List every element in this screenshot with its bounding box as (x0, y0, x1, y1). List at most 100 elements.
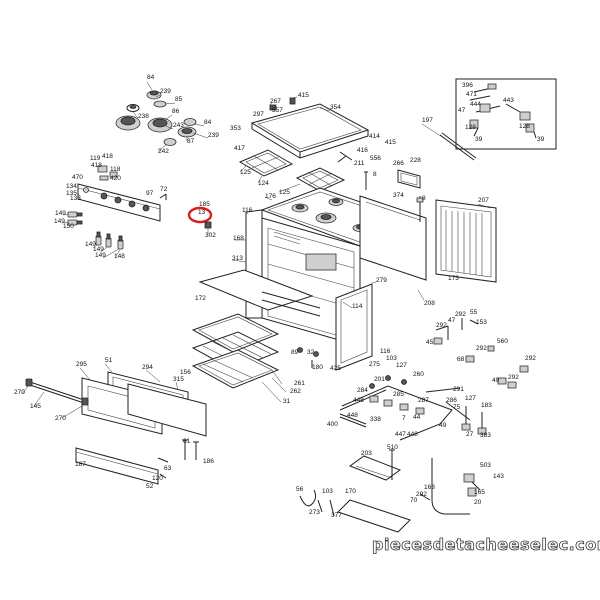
part-label: 39 (475, 136, 483, 143)
part-label: 560 (497, 338, 508, 345)
part-label: 207 (478, 197, 489, 204)
part-label: 471 (466, 91, 477, 98)
part-label: 297 (253, 111, 264, 118)
part-label: 8 (422, 195, 426, 202)
part-label: 292 (525, 355, 536, 362)
part-label: 116 (242, 207, 253, 214)
control-panel (77, 165, 167, 222)
part-label: 7 (402, 415, 406, 422)
part-label: 291 (453, 386, 464, 393)
part-label: 354 (330, 104, 341, 111)
part-label: 176 (265, 193, 276, 200)
part-label: 32 (307, 349, 315, 356)
highlighted-part-13 (187, 206, 213, 234)
oven-door (75, 363, 207, 485)
part-label: 135 (66, 190, 77, 197)
highlight-circle (187, 206, 213, 224)
part-label: 149 (54, 218, 65, 225)
part-label: 133 (70, 195, 81, 202)
part-label: 103 (386, 355, 397, 362)
part-label: 273 (309, 509, 320, 516)
part-label: 313 (232, 255, 243, 262)
part-label: 149 (95, 252, 106, 259)
part-label: 143 (493, 473, 504, 480)
part-label: 267 (270, 98, 281, 105)
part-label: 270 (14, 389, 25, 396)
part-label: 156 (180, 369, 191, 376)
part-label: 86 (172, 108, 180, 115)
part-label: 292 (508, 374, 519, 381)
part-label: 186 (203, 458, 214, 465)
part-label: 239 (160, 88, 171, 95)
part-label: 418 (91, 162, 102, 169)
part-label: 87 (187, 138, 195, 145)
part-label: 266 (393, 160, 404, 167)
burner-caps-group (115, 81, 209, 152)
control-knobs (61, 211, 124, 259)
part-label: 116 (380, 348, 391, 355)
part-label: 377 (331, 512, 342, 519)
part-label: 275 (369, 361, 380, 368)
part-label: 70 (410, 497, 418, 504)
part-label: 52 (146, 483, 154, 490)
part-label: 75 (453, 404, 461, 411)
part-label: 84 (204, 119, 212, 126)
part-label: 103 (322, 488, 333, 495)
part-label: 287 (418, 397, 429, 404)
part-label: 124 (258, 180, 269, 187)
part-label: 260 (413, 371, 424, 378)
part-label: 353 (230, 125, 241, 132)
pan-supports (238, 149, 353, 192)
part-label: 149 (55, 210, 66, 217)
part-label: 47 (448, 317, 456, 324)
part-label: 443 (503, 97, 514, 104)
part-label: 49 (439, 422, 447, 429)
part-label: 556 (370, 155, 381, 162)
part-label: 396 (462, 82, 473, 89)
part-label: 294 (142, 364, 153, 371)
part-label: 448 (407, 431, 418, 438)
part-label: 211 (354, 160, 365, 167)
part-label: 425 (330, 365, 341, 372)
part-label: 56 (296, 486, 304, 493)
part-label: 8 (373, 171, 377, 178)
part-label: 383 (480, 432, 491, 439)
part-label: 414 (369, 133, 380, 140)
part-label: 261 (294, 380, 305, 387)
part-label: 44 (413, 414, 421, 421)
part-label: 295 (76, 361, 87, 368)
cooker-body (198, 165, 427, 371)
part-label: 292 (476, 345, 487, 352)
part-label: 208 (424, 300, 435, 307)
part-label: 415 (385, 139, 396, 146)
part-label: 400 (327, 421, 338, 428)
part-label: 285 (393, 391, 404, 398)
part-label: 45 (426, 339, 434, 346)
part-label: 118 (110, 166, 121, 173)
part-label: 262 (290, 388, 301, 395)
part-label: 127 (396, 362, 407, 369)
oven-racks (191, 313, 287, 403)
part-label: 145 (30, 403, 41, 410)
part-label: 134 (66, 183, 77, 190)
part-label: 292 (455, 311, 466, 318)
part-label: 128 (465, 124, 476, 131)
part-label: 228 (410, 157, 421, 164)
part-label: 55 (470, 309, 478, 316)
part-label: 242 (158, 148, 169, 155)
part-label: 243 (173, 122, 184, 129)
part-label: 187 (75, 461, 86, 468)
watermark-text: piecesdetacheeselec.com (372, 535, 600, 554)
part-label: 510 (387, 444, 398, 451)
part-label: 84 (147, 74, 155, 81)
part-label: 197 (422, 117, 433, 124)
grill-parts (364, 123, 477, 190)
part-label: 302 (205, 232, 216, 239)
part-label: 416 (357, 147, 368, 154)
part-label: 68 (457, 356, 465, 363)
part-label: 127 (465, 395, 476, 402)
hob-lid (250, 96, 370, 159)
part-label: 125 (279, 189, 290, 196)
